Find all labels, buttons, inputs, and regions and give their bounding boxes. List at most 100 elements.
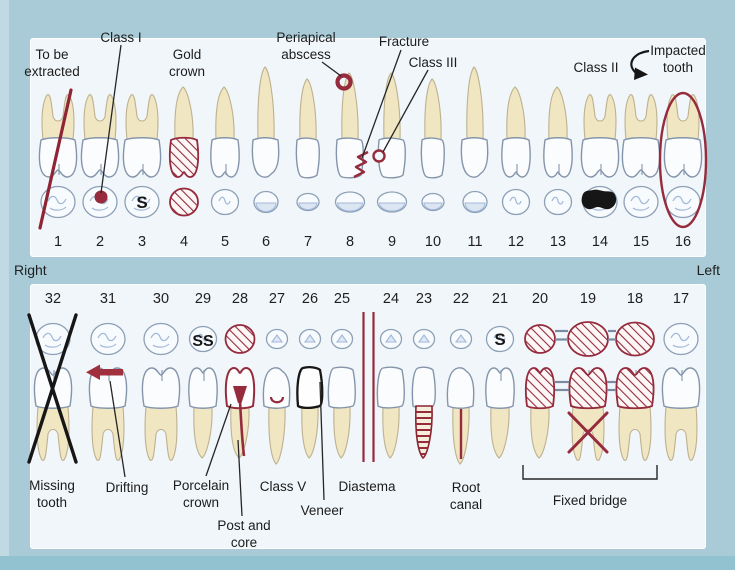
tooth-number: 18: [627, 291, 643, 307]
tooth-number: 14: [592, 234, 608, 250]
tooth-root: [125, 94, 159, 141]
tooth-number: 26: [302, 291, 318, 307]
drifting-arrow-symbol: [100, 369, 123, 376]
tooth-number: 29: [195, 291, 211, 307]
tooth-number: 25: [334, 291, 350, 307]
tooth-crown: [376, 366, 405, 409]
leader-porcelain-crown: [205, 403, 232, 477]
tooth-crown: [411, 366, 436, 409]
tooth-root: [91, 405, 125, 461]
tooth-root: [530, 405, 550, 459]
tooth-root: [299, 78, 317, 141]
tooth-number: 17: [673, 291, 689, 307]
label-diastema: Diastema: [338, 479, 396, 494]
impacted-tooth-arrow-icon: [630, 49, 650, 80]
tooth-number: 6: [262, 234, 270, 250]
tooth-root: [333, 405, 351, 459]
bridge-abutment-symbol: [524, 324, 556, 354]
tooth-number: 24: [383, 291, 399, 307]
tooth-32-lower: 32: [27, 291, 78, 464]
label-gold-crown: Gold crown: [168, 47, 206, 79]
leader-drifting: [109, 380, 126, 478]
symbol-letter: SS: [192, 333, 214, 350]
label-veneer: Veneer: [300, 503, 344, 518]
tooth-crown: [141, 367, 181, 409]
tooth-28-lower: 28: [224, 291, 256, 459]
label-class-iii: Class III: [408, 55, 458, 70]
left-side-label: Left: [696, 262, 720, 278]
porcelain-crown-symbol: [224, 324, 256, 354]
tooth-crown: [188, 367, 218, 409]
tooth-number: 8: [346, 234, 354, 250]
right-side-label: Right: [14, 262, 47, 278]
leader-fracture: [361, 49, 402, 159]
tooth-crown: [663, 137, 703, 178]
impacted-circle-symbol: [658, 91, 708, 229]
tooth-crown: [80, 137, 120, 178]
label-class-v: Class V: [259, 479, 307, 494]
label-missing-tooth: Missing tooth: [29, 478, 75, 510]
label-class-ii: Class II: [573, 60, 619, 75]
periapical-abscess-symbol: [335, 73, 353, 91]
tooth-25-lower: 25: [327, 291, 356, 459]
tooth-number: 19: [580, 291, 596, 307]
tooth-crown: [420, 137, 445, 179]
gold-crown-symbol: [168, 136, 200, 178]
tooth-crown: [327, 366, 356, 409]
class-ii-amalgam-symbol: [581, 189, 617, 210]
bridge-abutment-symbol: [615, 321, 655, 357]
leader-post-and-core: [237, 439, 243, 517]
tooth-2-upper: 2: [80, 94, 120, 250]
tooth-number: 12: [508, 234, 524, 250]
tooth-number: 3: [138, 234, 146, 250]
tooth-13-upper: 13: [543, 86, 573, 250]
tooth-crown: [210, 137, 240, 178]
tooth-16-upper: 16: [658, 91, 708, 250]
leader-veneer: [319, 381, 325, 501]
tooth-23-lower: 23: [411, 291, 436, 460]
tooth-1-upper: 1: [38, 88, 78, 250]
tooth-8-upper: 8: [334, 72, 369, 250]
class-v-symbol: [269, 396, 285, 404]
tooth-crown: [485, 367, 515, 409]
leader-class-i: [100, 44, 122, 194]
frame-bottom-edge: [0, 556, 735, 570]
tooth-root: [193, 405, 213, 459]
tooth-number: 21: [492, 291, 508, 307]
tooth-crown: [501, 137, 531, 178]
tooth-number: 1: [54, 234, 62, 250]
leader-periapical-abscess: [321, 61, 342, 77]
tooth-root: [548, 86, 568, 141]
tooth-number: 31: [100, 291, 116, 307]
label-root-canal: Root canal: [449, 480, 483, 512]
tooth-root: [506, 86, 526, 141]
tooth-number: 32: [45, 291, 61, 307]
tooth-root: [301, 405, 319, 459]
tooth-4-upper: 4: [168, 86, 200, 250]
tooth-number: 11: [467, 234, 482, 250]
tooth-root: [666, 94, 700, 141]
tooth-19-lower: 19: [567, 291, 609, 461]
tooth-number: 27: [269, 291, 285, 307]
tooth-root: [618, 405, 652, 461]
tooth-crown: [122, 137, 162, 178]
tooth-root: [144, 405, 178, 461]
tooth-root: [383, 72, 401, 141]
tooth-crown: [446, 367, 475, 409]
tooth-5-upper: 5: [210, 86, 240, 250]
tooth-14-upper: 14: [580, 94, 620, 250]
leader-class-iii: [382, 69, 429, 153]
tooth-crown: [460, 137, 489, 178]
tooth-22-lower: 22: [446, 291, 475, 465]
tooth-number: 30: [153, 291, 169, 307]
tooth-number: 13: [550, 234, 566, 250]
tooth-15-upper: 15: [621, 94, 661, 250]
tooth-3-upper: 3S: [122, 94, 162, 250]
tooth-crown: [621, 137, 661, 178]
bridge-pontic-symbol: [567, 321, 609, 357]
tooth-crown: [251, 137, 280, 178]
tooth-17-lower: 17: [661, 291, 701, 461]
